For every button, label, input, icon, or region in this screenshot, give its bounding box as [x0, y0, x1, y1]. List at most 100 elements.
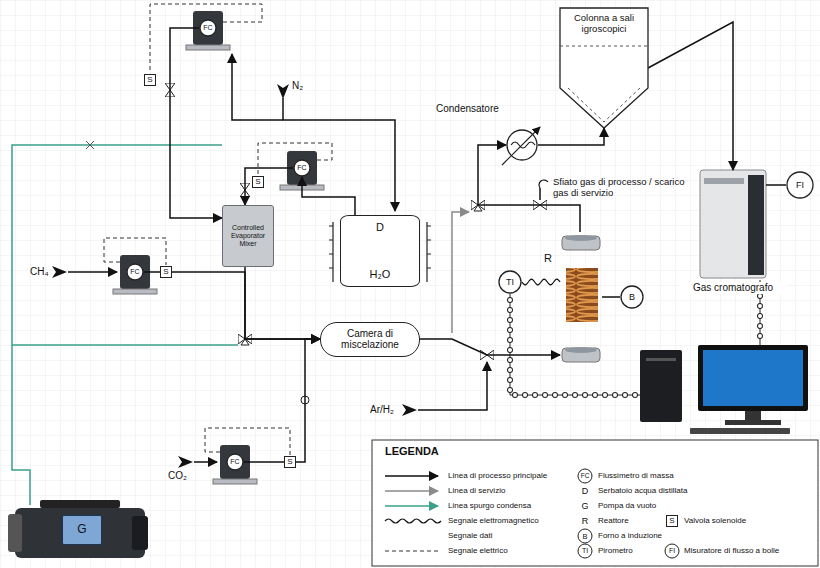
condenser-coil — [511, 142, 535, 148]
pyrometer: TI — [498, 270, 522, 294]
symbol-circle — [787, 172, 813, 198]
node-label: G — [77, 523, 86, 537]
node-label: R — [544, 252, 552, 265]
computer — [690, 428, 790, 434]
vacuum-pump: G — [62, 515, 102, 545]
node-label: FC — [203, 24, 212, 32]
reactor-body — [562, 235, 600, 362]
symbol-letter: TI — [575, 547, 595, 555]
condenser: Condensatore — [506, 129, 538, 161]
legend-text: Misuratore di flusso a bolle — [684, 545, 779, 557]
reactor: R — [560, 232, 602, 364]
node-label: TI — [506, 277, 514, 287]
source-symbol — [178, 456, 193, 468]
symbol-circle — [294, 160, 310, 176]
symbol-circle — [200, 20, 216, 36]
process-connector — [244, 339, 320, 462]
legend-box — [385, 475, 438, 477]
process-line — [194, 461, 217, 463]
symbol-letter: B — [575, 532, 595, 541]
green-purge-line — [12, 344, 238, 346]
node-label: FI — [796, 180, 804, 190]
valve-tag: S — [144, 74, 156, 86]
symbol-circle — [499, 271, 521, 293]
mass-flow-controller — [213, 479, 257, 484]
mass-flow-controller — [113, 289, 157, 294]
valve-tag: S — [666, 515, 678, 527]
mass-flow-controller — [113, 11, 324, 484]
reactor-body — [562, 348, 600, 362]
legend-text: Linea spurgo condensa — [448, 500, 531, 512]
legend-text: Forno a induzione — [598, 530, 662, 542]
process-connector — [245, 168, 293, 205]
pump-body — [40, 500, 120, 508]
gas-chromatograph — [704, 178, 744, 184]
symbol-circle — [127, 264, 143, 280]
valve-tag: S — [284, 456, 296, 468]
valve-tag: S — [160, 266, 172, 278]
computer — [703, 350, 803, 406]
process-connector — [522, 279, 560, 285]
label-text: LEGENDA — [385, 445, 439, 458]
process-connector — [602, 296, 620, 298]
electric-signal — [104, 238, 166, 265]
node-label: FC — [130, 268, 139, 276]
mass-flow-controller: FC — [293, 159, 311, 177]
node-label: Condensatore — [436, 103, 499, 115]
process-connector — [538, 128, 604, 145]
legend-text: Segnale elettromagnetico — [448, 515, 539, 527]
pump-body — [15, 508, 145, 558]
reactor-body — [565, 347, 597, 353]
node-label: Camera di miscelazione — [321, 328, 419, 351]
process-line — [283, 98, 395, 211]
condenser-arrow — [502, 127, 540, 165]
green-purge-line — [12, 145, 222, 505]
legend-text: Valvola solenoide — [684, 515, 746, 527]
column-fill-line — [560, 46, 648, 122]
node-label: D — [376, 221, 384, 234]
process-connector — [648, 22, 733, 170]
pump-body — [132, 516, 148, 550]
legend-box — [385, 551, 440, 552]
node-label: B — [629, 292, 635, 302]
label-text: Ar/H₂ — [370, 404, 394, 416]
legend-text: Linea di processo principale — [448, 470, 547, 482]
label-text: CH₄ — [30, 266, 49, 278]
computer — [640, 350, 682, 422]
legend-text: Reattore — [598, 515, 629, 527]
computer — [646, 358, 676, 361]
bubble-flowmeter: FI — [786, 171, 814, 199]
computer — [725, 420, 781, 425]
source-symbol — [277, 84, 289, 99]
legend-box — [385, 490, 438, 492]
pump-body — [8, 514, 22, 552]
valve-symbol — [165, 83, 547, 404]
green-purge-line — [86, 141, 94, 149]
green-purge-line — [12, 141, 238, 505]
process-line — [539, 188, 541, 200]
induction-furnace: B — [620, 285, 644, 309]
gas-chromatograph: Gas cromatografo — [700, 170, 766, 278]
legend-text: Flussimetro di massa — [598, 470, 674, 482]
legend-text: Serbatoio acqua distillata — [598, 485, 687, 497]
process-connector — [766, 184, 786, 186]
mass-flow-controller: FC — [199, 19, 217, 37]
evaporator-mixer: Controlled Evaporator Mixer — [222, 205, 274, 267]
electric-signal — [258, 143, 332, 175]
water-tank: DH₂O — [340, 215, 420, 287]
source-symbol — [402, 404, 417, 416]
symbol-letter: FC — [575, 472, 595, 480]
reactor-body — [562, 236, 600, 250]
symbol-letter: R — [575, 516, 595, 527]
valve-symbol — [474, 205, 482, 211]
symbol-letter: G — [575, 501, 595, 512]
node-label: FC — [230, 458, 239, 466]
reactor-body — [565, 235, 597, 241]
symbol-circle — [227, 454, 243, 470]
legend-text: Pompa da vuoto — [598, 500, 656, 512]
process-connector — [302, 177, 355, 215]
process-line — [68, 54, 548, 462]
pump-body — [8, 500, 148, 558]
